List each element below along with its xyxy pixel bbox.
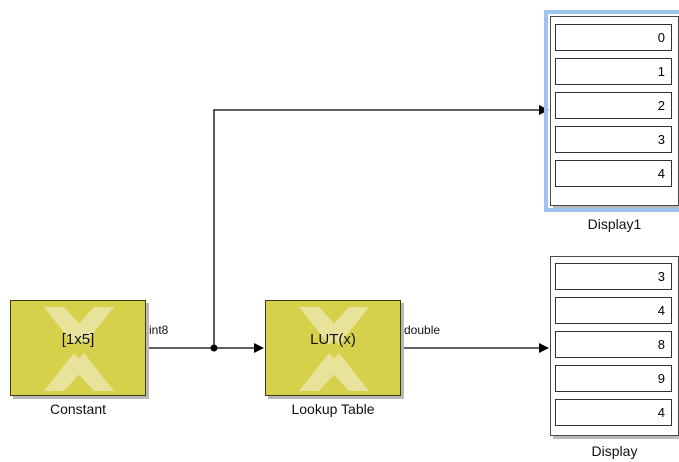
lookup-table-block[interactable]: LUT(x) (265, 300, 401, 396)
display1-name[interactable]: Display1 (587, 216, 642, 232)
branch-point (210, 344, 218, 352)
xilinx-logo-icon (44, 307, 114, 391)
display1-cell: 1 (555, 58, 672, 85)
constant-block[interactable]: [1x5] (10, 300, 146, 396)
display1-cell: 4 (555, 160, 672, 187)
display-cell: 4 (555, 297, 672, 324)
display-name[interactable]: Display (591, 443, 638, 459)
signal-label-double: double (404, 323, 441, 337)
display1-cell: 2 (555, 92, 672, 119)
signal-label-int8: int8 (149, 323, 169, 337)
display-cell: 4 (555, 399, 672, 426)
display-cell: 8 (555, 331, 672, 358)
display1-cell: 0 (555, 24, 672, 51)
xilinx-logo-icon (299, 307, 369, 391)
display1-cell: 3 (555, 126, 672, 153)
display1-block[interactable]: 0 1 2 3 4 (544, 10, 679, 212)
constant-name[interactable]: Constant (49, 401, 107, 417)
constant-value-label: [1x5] (61, 331, 95, 348)
display-cell: 9 (555, 365, 672, 392)
display-cell: 3 (555, 263, 672, 290)
lut-label: LUT(x) (310, 331, 356, 348)
lookup-table-name[interactable]: Lookup Table (291, 401, 375, 417)
line-branch-to-display1[interactable] (213, 105, 549, 348)
display-block[interactable]: 3 4 8 9 4 (550, 256, 679, 436)
